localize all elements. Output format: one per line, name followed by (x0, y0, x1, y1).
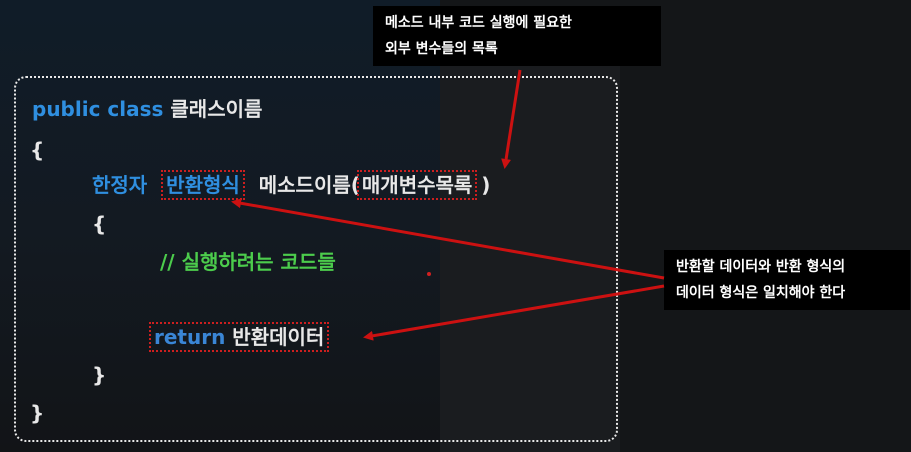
arrow-to-return-data (363, 284, 665, 341)
return-data: 반환데이터 (232, 325, 325, 349)
return-keyword: return (154, 325, 226, 349)
return-statement: return 반환데이터 (148, 322, 330, 352)
code-line-return: return 반환데이터 (148, 322, 330, 352)
background-panel (440, 60, 620, 452)
brace-open: { (30, 138, 45, 162)
code-line-method: 한정자 반환형식 메소드이름(매개변수목록 ) (92, 170, 491, 200)
callout-return-line1: 반환할 데이터와 반환 형식의 (676, 259, 846, 275)
brace-close: } (30, 401, 45, 425)
inner-brace-open: { (92, 212, 107, 236)
keyword-public-class: public class (32, 97, 164, 121)
modifier: 한정자 (92, 173, 148, 197)
arrow-to-parameters (501, 69, 522, 169)
code-comment: // 실행하려는 코드들 (160, 250, 336, 274)
code-block-frame (14, 76, 618, 442)
code-line-class: public class 클래스이름 (32, 96, 262, 122)
parameter-list: 매개변수목록 (356, 170, 478, 200)
class-name: 클래스이름 (170, 97, 263, 121)
return-type: 반환형식 (161, 170, 245, 200)
method-name: 메소드이름( (258, 173, 360, 197)
inner-brace-close: } (92, 363, 107, 387)
red-dot (427, 272, 431, 276)
callout-parameters-line2: 외부 변수들의 목록 (385, 41, 498, 57)
callout-return: 반환할 데이터와 반환 형식의 데이터 형식은 일치해야 한다 (664, 250, 910, 310)
paren-close: ) (481, 173, 491, 197)
callout-parameters: 메소드 내부 코드 실행에 필요한 외부 변수들의 목록 (373, 6, 661, 66)
arrow-to-return-type (231, 198, 665, 280)
callout-parameters-line1: 메소드 내부 코드 실행에 필요한 (385, 15, 572, 31)
callout-return-line2: 데이터 형식은 일치해야 한다 (676, 285, 846, 301)
